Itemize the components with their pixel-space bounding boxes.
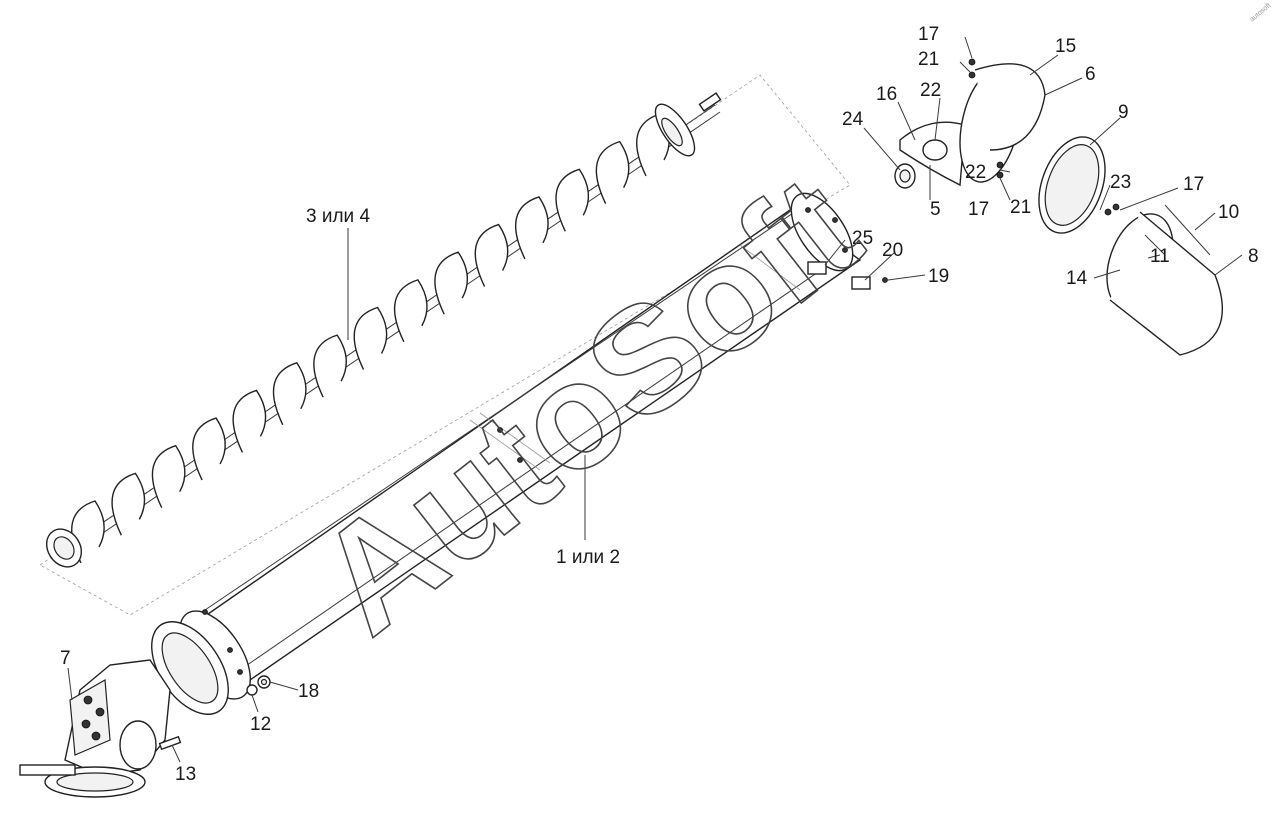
watermark-corner-mark: autosoft [1249, 2, 1273, 23]
top-drive-assembly [807, 58, 1224, 356]
callout-15: 15 [1055, 36, 1076, 57]
callout-21b: 21 [1010, 197, 1031, 218]
callout-14: 14 [1066, 268, 1088, 289]
callout-19: 19 [928, 266, 949, 287]
callout-12: 12 [250, 714, 271, 735]
callout-3-or-4: 3 или 4 [306, 206, 370, 227]
tube-bolt [517, 457, 523, 463]
auger-screw [45, 92, 722, 568]
leader-lines [67, 36, 1243, 763]
auger-flight [232, 389, 267, 453]
callout-7: 7 [60, 648, 71, 669]
callout-8: 8 [1248, 246, 1259, 267]
tube-bolt [497, 427, 503, 433]
callout-10: 10 [1218, 202, 1239, 223]
auger-flight [393, 279, 428, 343]
tube-bolt [202, 609, 208, 615]
auger-flight [353, 306, 388, 370]
auger-flight [474, 223, 509, 287]
callout-17b: 17 [968, 199, 989, 220]
auger-flight [313, 334, 347, 398]
auger-flight [595, 140, 630, 204]
callout-6: 6 [1085, 64, 1096, 85]
auger-flight [514, 196, 549, 260]
callout-23: 23 [1110, 172, 1131, 193]
auger-flight [272, 361, 307, 426]
callout-18: 18 [298, 681, 319, 702]
callout-25: 25 [852, 228, 873, 249]
tube-bolt [832, 217, 838, 223]
callout-11: 11 [1150, 246, 1170, 267]
watermark-text: AutoSoft [286, 143, 888, 665]
auger-flight [151, 444, 186, 509]
callout-17a: 17 [918, 24, 939, 45]
callout-24: 24 [842, 109, 864, 130]
tube-bolt [237, 669, 243, 675]
tube-bolt [842, 247, 848, 253]
bottom-boot-housing [19, 659, 182, 798]
tube-bolt [805, 207, 811, 213]
auger-flight [111, 472, 146, 536]
explosion-guide-lines [39, 74, 851, 616]
callout-21a: 21 [918, 49, 939, 70]
callout-9: 9 [1118, 102, 1129, 123]
callout-16: 16 [876, 84, 897, 105]
callout-22b: 22 [965, 162, 986, 183]
callout-5: 5 [930, 199, 941, 220]
auger-flight [434, 251, 468, 315]
callout-20: 20 [882, 240, 903, 261]
callout-1-or-2: 1 или 2 [556, 547, 620, 568]
tube-bolt [227, 647, 233, 653]
auger-flight [192, 417, 226, 481]
callout-22a: 22 [920, 80, 941, 101]
auger-flight [555, 168, 590, 232]
callout-labels: 17 21 15 6 16 22 24 9 22 5 17 21 23 17 1… [60, 24, 1259, 785]
bottom-flange-ring [151, 621, 229, 715]
callout-17c: 17 [1183, 174, 1204, 195]
callout-13: 13 [175, 764, 196, 785]
